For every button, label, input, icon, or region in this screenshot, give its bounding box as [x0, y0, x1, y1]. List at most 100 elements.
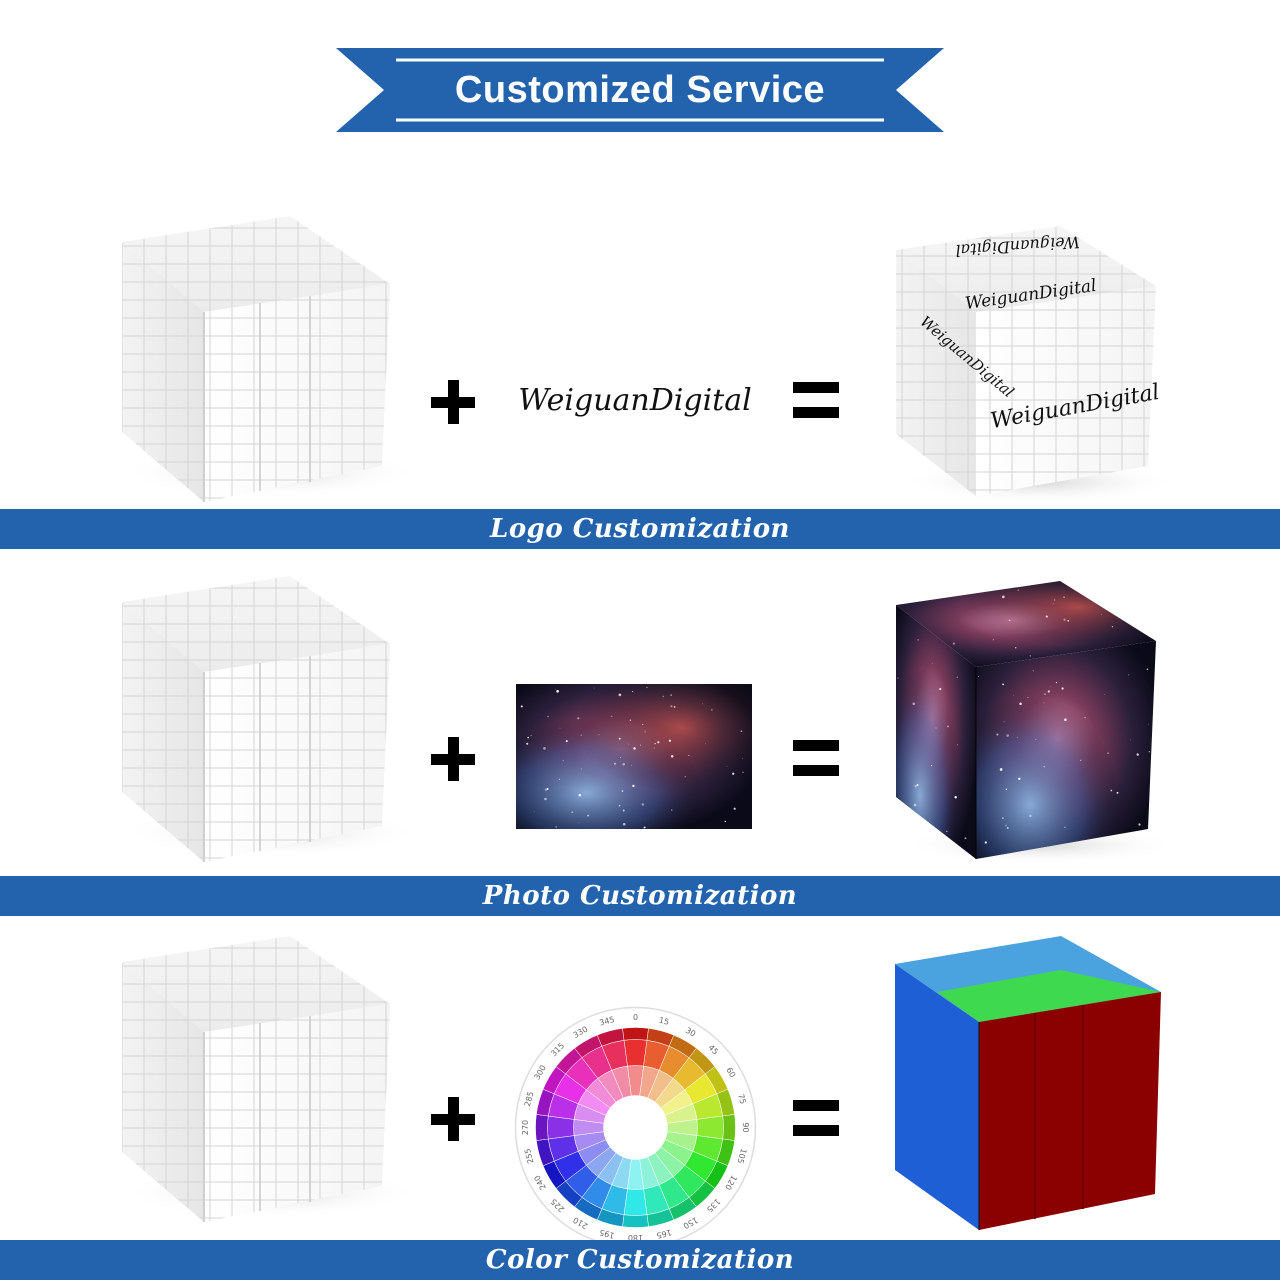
star: [593, 687, 595, 689]
star: [901, 830, 902, 831]
color-wheel-segment: [722, 1114, 736, 1141]
star: [559, 727, 561, 729]
color-wheel-degree-label: 255: [523, 1147, 536, 1164]
star: [1047, 690, 1050, 693]
star: [1002, 683, 1004, 686]
star: [1002, 817, 1004, 819]
star: [1063, 618, 1066, 621]
blank-cube: [120, 216, 410, 502]
color-wheel-segment: [535, 1114, 549, 1141]
equals-icon: [793, 1100, 839, 1138]
color-wheel-degree-label: 30: [684, 1026, 697, 1039]
color-wheel-degree-label: 285: [523, 1090, 536, 1107]
star: [964, 837, 967, 840]
star: [935, 727, 937, 729]
star: [684, 776, 686, 778]
star: [893, 681, 896, 683]
star: [1008, 619, 1011, 622]
star: [633, 747, 636, 750]
equals-icon: [793, 740, 839, 778]
star: [1006, 827, 1009, 829]
color-wheel-segment: [622, 1214, 649, 1228]
star: [1061, 687, 1064, 690]
star: [628, 743, 630, 745]
star: [1017, 589, 1019, 591]
plus-icon: [428, 737, 478, 787]
star: [897, 677, 899, 679]
star: [621, 790, 624, 792]
star: [956, 676, 958, 678]
star: [622, 809, 625, 812]
color-wheel-degree-label: 345: [598, 1015, 615, 1028]
star: [578, 822, 580, 824]
star: [883, 645, 885, 647]
star: [654, 742, 656, 745]
logo-cube: WeiguanDigital WeiguanDigital WeiguanDig…: [896, 226, 1170, 504]
star: [1043, 702, 1045, 704]
star: [1146, 668, 1149, 670]
star: [1019, 702, 1022, 706]
star: [688, 754, 690, 756]
star: [618, 737, 621, 740]
star: [562, 759, 564, 762]
star: [618, 693, 622, 697]
star: [1014, 646, 1017, 649]
galaxy-photo: [516, 684, 752, 829]
color-wheel-degree-label: 90: [741, 1122, 750, 1132]
star: [1013, 694, 1015, 696]
star: [1100, 614, 1102, 616]
star: [931, 662, 933, 664]
star: [544, 788, 548, 791]
star: [1027, 696, 1029, 698]
star: [610, 715, 613, 718]
star: [578, 793, 582, 797]
star: [671, 809, 673, 811]
star: [556, 689, 559, 693]
color-wheel-degree-label: 60: [724, 1066, 737, 1079]
star: [1053, 603, 1054, 605]
star: [1016, 737, 1018, 739]
star: [913, 803, 917, 807]
logo-text: WeiguanDigital: [518, 382, 752, 418]
star: [939, 688, 942, 691]
color-wheel-degree-label: 270: [521, 1120, 530, 1135]
star: [670, 705, 673, 708]
color-wheel-segment: [547, 1115, 575, 1140]
star: [954, 852, 956, 853]
star: [914, 785, 917, 788]
star: [926, 860, 929, 862]
star: [947, 725, 949, 728]
color-wheel-segment: [623, 1039, 648, 1067]
star: [1050, 686, 1052, 687]
star: [631, 764, 633, 766]
star: [613, 762, 616, 765]
star: [1064, 826, 1066, 828]
star: [885, 618, 888, 621]
color-wheel-degree-label: 165: [655, 1227, 672, 1240]
star: [546, 788, 549, 790]
star: [580, 734, 582, 736]
star: [1080, 759, 1082, 761]
star: [530, 735, 532, 737]
star: [547, 715, 549, 718]
star: [740, 730, 743, 732]
color-wheel-degree-label: 105: [735, 1147, 748, 1164]
star: [1032, 670, 1034, 672]
star: [1104, 694, 1106, 695]
star: [925, 575, 929, 578]
star: [632, 784, 635, 788]
star: [1007, 854, 1010, 857]
star: [520, 705, 523, 708]
star: [733, 807, 736, 810]
star: [954, 796, 957, 799]
star: [1110, 789, 1113, 792]
star: [527, 736, 530, 739]
star: [1064, 718, 1067, 721]
star: [629, 719, 632, 722]
star: [1053, 599, 1056, 601]
star: [952, 642, 956, 645]
star: [1138, 823, 1141, 826]
star: [1055, 681, 1058, 684]
header-ribbon: [336, 48, 944, 132]
